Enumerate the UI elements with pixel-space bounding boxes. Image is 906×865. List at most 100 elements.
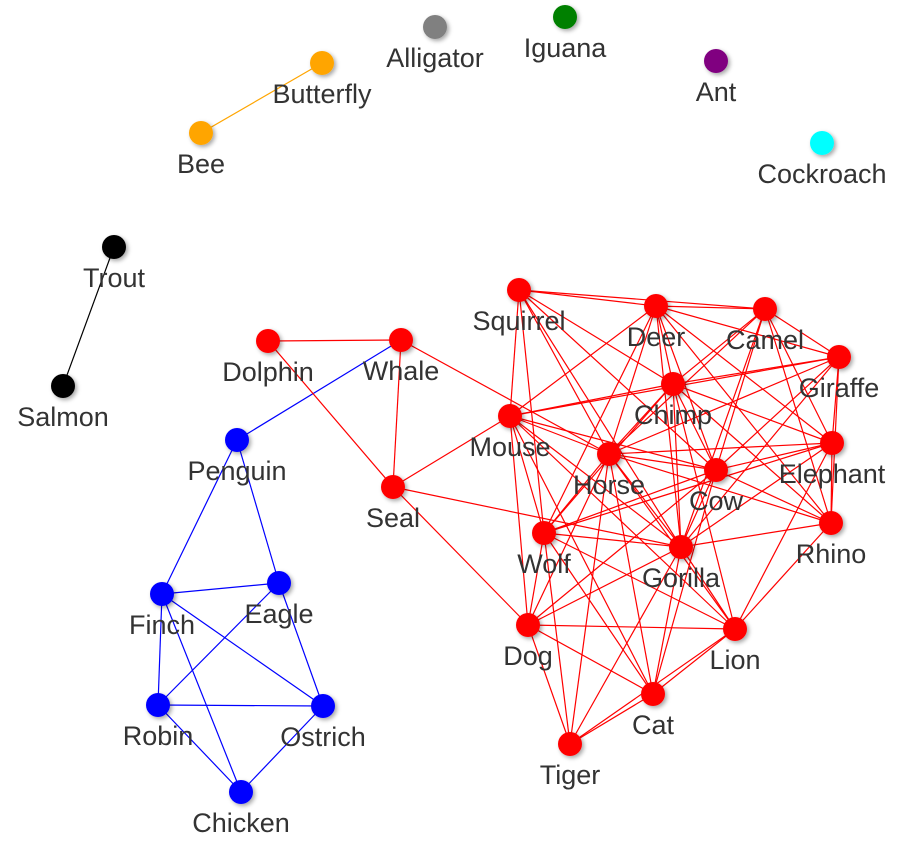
edge-seal-gorilla (392, 486, 682, 548)
node-cow (704, 458, 728, 482)
edge-mouse-wolf (509, 415, 545, 534)
edge-horse-gorilla (608, 453, 682, 548)
edge-wolf-tiger (543, 532, 571, 745)
edge-giraffe-cow (715, 356, 840, 471)
edge-finch-eagle (161, 582, 280, 595)
node-ostrich (311, 694, 335, 718)
edge-squirrel-deer (518, 289, 657, 307)
node-tiger (558, 732, 582, 756)
node-label-bee: Bee (177, 149, 225, 179)
node-lion (723, 617, 747, 641)
node-rhino (819, 511, 843, 535)
node-label-penguin: Penguin (187, 456, 286, 486)
node-label-dolphin: Dolphin (222, 357, 314, 387)
edge-deer-wolf (543, 305, 657, 534)
node-gorilla (669, 535, 693, 559)
edge-cow-cat (652, 469, 717, 695)
edge-deer-gorilla (655, 305, 682, 548)
node-deer (644, 294, 668, 318)
edge-cow-dog (527, 469, 717, 626)
node-label-tiger: Tiger (540, 760, 601, 790)
edge-horse-wolf (543, 453, 610, 534)
edge-dog-cat (527, 624, 654, 695)
node-bee (189, 121, 213, 145)
edge-gorilla-cat (652, 546, 682, 695)
edge-trout-salmon (62, 246, 115, 387)
edge-finch-robin (157, 593, 163, 706)
edge-elephant-rhino (830, 442, 833, 524)
edge-chimp-lion (672, 383, 736, 630)
node-squirrel (507, 278, 531, 302)
node-label-robin: Robin (123, 721, 194, 751)
node-chimp (661, 372, 685, 396)
node-salmon (51, 374, 75, 398)
edge-squirrel-chimp (518, 289, 674, 385)
node-label-chimp: Chimp (634, 400, 712, 430)
node-label-seal: Seal (366, 503, 420, 533)
node-cat (641, 682, 665, 706)
edge-robin-ostrich (157, 704, 324, 707)
node-label-camel: Camel (726, 325, 804, 355)
edge-whale-penguin (236, 339, 402, 441)
edge-deer-camel (655, 305, 766, 310)
node-label-rhino: Rhino (796, 539, 867, 569)
node-chicken (229, 780, 253, 804)
edge-dog-tiger (527, 624, 571, 745)
edge-chimp-mouse (509, 383, 674, 417)
node-label-giraffe: Giraffe (799, 373, 880, 403)
node-label-lion: Lion (709, 645, 760, 675)
node-iguana (553, 5, 577, 29)
node-label-wolf: Wolf (517, 549, 571, 579)
edge-cow-gorilla (680, 469, 717, 548)
node-label-iguana: Iguana (524, 33, 608, 63)
edge-horse-elephant (608, 442, 833, 455)
edge-cow-rhino (715, 469, 832, 524)
edge-wolf-dog (527, 532, 545, 626)
edge-gorilla-tiger (569, 546, 682, 745)
edge-whale-seal (392, 339, 402, 488)
edge-horse-dog (527, 453, 610, 626)
node-label-elephant: Elephant (779, 459, 886, 489)
node-label-butterfly: Butterfly (272, 79, 372, 109)
edge-cow-elephant (715, 442, 833, 471)
edge-chimp-rhino (672, 383, 832, 524)
node-dolphin (256, 329, 280, 353)
node-label-alligator: Alligator (386, 43, 484, 73)
edge-wolf-cat (543, 532, 654, 695)
edge-giraffe-horse (608, 356, 840, 455)
node-dog (516, 613, 540, 637)
node-elephant (820, 431, 844, 455)
node-trout (102, 235, 126, 259)
edge-giraffe-gorilla (680, 356, 840, 548)
node-label-salmon: Salmon (17, 402, 109, 432)
edge-mouse-horse (509, 415, 610, 455)
node-label-cat: Cat (632, 710, 675, 740)
edge-whale-horse (400, 339, 610, 455)
edge-wolf-gorilla (543, 532, 682, 548)
edge-penguin-eagle (236, 439, 280, 584)
node-label-cow: Cow (689, 486, 744, 516)
node-eagle (267, 571, 291, 595)
edge-squirrel-mouse (509, 289, 520, 417)
edge-horse-rhino (608, 453, 832, 524)
edge-camel-giraffe (764, 308, 840, 358)
node-camel (753, 297, 777, 321)
edge-ostrich-chicken (240, 705, 324, 793)
edge-deer-horse (608, 305, 657, 455)
edge-deer-giraffe (655, 305, 840, 358)
edge-lion-cat (652, 628, 736, 695)
node-label-cockroach: Cockroach (757, 159, 886, 189)
edge-horse-tiger (569, 453, 610, 745)
edge-finch-chicken (161, 593, 242, 793)
node-label-finch: Finch (129, 610, 195, 640)
node-label-chicken: Chicken (192, 808, 290, 838)
node-ant (704, 49, 728, 73)
node-seal (381, 475, 405, 499)
node-cockroach (810, 131, 834, 155)
node-penguin (225, 428, 249, 452)
edge-rhino-gorilla (680, 522, 832, 548)
edge-camel-chimp (672, 308, 766, 385)
edge-horse-cow (608, 453, 717, 471)
